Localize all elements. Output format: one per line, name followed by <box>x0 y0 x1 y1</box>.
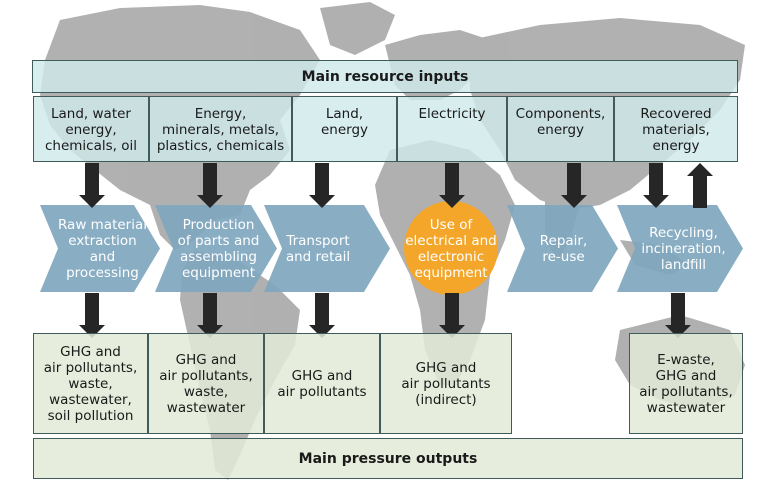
stage-label-line: Raw material <box>57 216 148 233</box>
repair-stage-shape <box>507 205 618 292</box>
output-box-line: wastewater, <box>49 391 132 408</box>
stage-label-line: Transport <box>286 232 350 249</box>
recycling-stage-shape <box>617 205 743 292</box>
output-box-line: air pollutants, <box>159 367 253 384</box>
stage-label-line: equipment <box>181 264 256 281</box>
stage-label-line: and <box>89 248 116 265</box>
input-box-line: Land, water <box>51 106 131 122</box>
input-box-line: Components, <box>515 106 606 122</box>
input-box: Energy,minerals, metals,plastics, chemic… <box>149 96 292 162</box>
main-pressure-outputs-bar: Main pressure outputs <box>33 438 743 479</box>
input-box-line: Energy, <box>194 106 247 122</box>
recycling-stage-label: Recycling,incineration,landfill <box>625 205 742 292</box>
input-box-line: plastics, chemicals <box>156 138 285 154</box>
main-resource-inputs-bar: Main resource inputs <box>32 60 738 93</box>
stage-label-line: landfill <box>660 256 707 273</box>
input-box-line: Electricity <box>418 106 486 122</box>
output-arrow <box>79 293 105 338</box>
output-box-line: waste, <box>68 375 113 392</box>
recovered-materials-arrow <box>687 163 713 208</box>
input-arrow <box>197 163 223 208</box>
stage-label-line: Production <box>182 216 255 233</box>
stage-label-line: electrical and <box>405 232 497 249</box>
use-stage-shape <box>404 201 498 295</box>
stage-label-line: equipment <box>414 264 488 281</box>
stage-label-line: extraction <box>68 232 137 249</box>
output-box-line: GHG and <box>415 359 477 376</box>
output-box-line: GHG and <box>655 367 717 384</box>
input-box-line: minerals, metals, <box>161 122 280 138</box>
output-box-line: GHG and <box>291 367 353 384</box>
stage-label-line: of parts and <box>177 232 260 249</box>
transport-stage-shape <box>264 205 390 292</box>
input-box-line: energy, <box>65 122 117 138</box>
output-arrow <box>439 293 465 338</box>
output-box-line: soil pollution <box>47 407 134 424</box>
input-box: Land,energy <box>292 96 397 162</box>
input-box: Electricity <box>397 96 507 162</box>
output-box-line: air pollutants, <box>639 383 733 400</box>
output-box-line: (indirect) <box>415 391 477 408</box>
stage-label-line: electronic <box>417 248 485 265</box>
output-arrow <box>197 293 223 338</box>
output-box-line: E-waste, <box>657 351 715 368</box>
output-box-line: GHG and <box>60 343 121 360</box>
stage-label-line: re-use <box>542 248 585 265</box>
output-box-line: air pollutants <box>277 383 367 400</box>
stage-label-line: processing <box>66 264 139 281</box>
output-box-line: wastewater <box>646 399 726 416</box>
input-arrow <box>561 163 587 208</box>
input-box: Components,energy <box>507 96 614 162</box>
stage-label-line: Use of <box>429 216 473 233</box>
input-box-line: energy <box>320 122 369 138</box>
output-arrow <box>665 293 691 338</box>
production-stage-shape <box>155 205 277 292</box>
input-box-line: materials, <box>642 122 710 138</box>
output-arrow <box>309 293 335 338</box>
header-title: Main resource inputs <box>301 68 469 85</box>
input-box-line: Recovered <box>640 106 712 122</box>
stage-label-line: and retail <box>285 248 351 265</box>
input-box-line: Land, <box>325 106 364 122</box>
raw-material-stage-shape <box>40 205 160 292</box>
repair-stage-label: Repair,re-use <box>515 205 612 292</box>
output-box-line: air pollutants <box>401 375 491 392</box>
output-box-line: waste, <box>183 383 229 400</box>
input-arrow <box>643 163 669 208</box>
input-box-line: energy <box>652 138 700 154</box>
footer-title: Main pressure outputs <box>298 450 478 467</box>
input-box-line: chemicals, oil <box>44 138 137 154</box>
output-box-line: GHG and <box>175 351 237 368</box>
input-arrow <box>309 163 335 208</box>
input-arrow <box>439 163 465 208</box>
stage-label-line: assembling <box>180 248 257 265</box>
stage-label-line: Recycling, <box>649 224 718 241</box>
stage-label-line: incineration, <box>641 240 726 257</box>
output-box-line: wastewater <box>166 399 246 416</box>
input-arrow <box>79 163 105 208</box>
stage-label-line: Repair, <box>539 232 588 249</box>
output-box-line: air pollutants, <box>43 359 138 376</box>
input-box-line: energy <box>536 122 585 138</box>
